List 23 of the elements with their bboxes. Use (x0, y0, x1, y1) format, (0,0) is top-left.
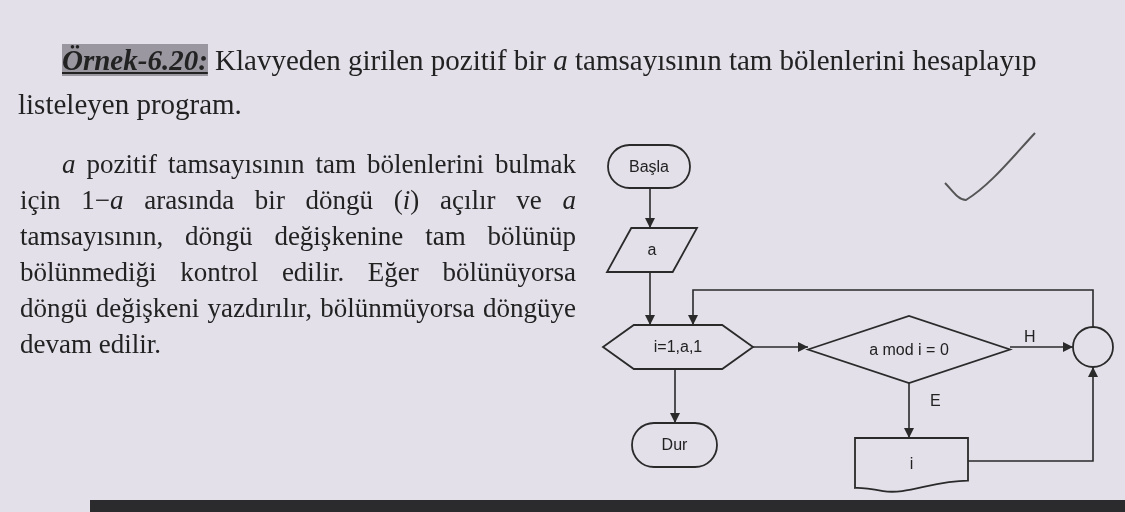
arrow (1009, 342, 1074, 352)
arrow (645, 187, 655, 229)
node-label: i=1,a,1 (653, 338, 703, 356)
arrow (904, 382, 914, 439)
arrow (688, 289, 1094, 328)
output-document (855, 438, 968, 490)
node-label: Başla (629, 157, 669, 176)
terminal-node (632, 423, 717, 467)
arrow (967, 366, 1098, 462)
decision-diamond (808, 316, 1010, 383)
node-label: a (647, 241, 657, 259)
loop-hexagon (603, 325, 753, 369)
example-heading: Örnek-6.20: Klavyeden girilen pozitif bir a tamsayısının tam bölenlerini hesaplayıp listeleyen program. (18, 43, 1038, 122)
explanation-paragraph: a pozitif tamsayısının tam bölenlerini bulmak için 1−a arasında bir döngü (i) açılır ve a tamsayısının, döngü değişkenine tam bölünüp bölünmediği kontrol edilir. Eğer bölünüyorsa döngü değişkeni yazdırılır, bölünmüyorsa döngüye devam edilir. (20, 148, 576, 361)
node-label: a mod i = 0 (869, 340, 949, 359)
arrow (645, 271, 655, 326)
arrow (670, 368, 680, 424)
input-parallelogram (607, 228, 697, 272)
connector-circle (1073, 327, 1113, 367)
node-label: i (909, 455, 914, 473)
arrow (752, 342, 809, 352)
terminal-node (608, 145, 690, 188)
node-label: Dur (661, 436, 688, 454)
